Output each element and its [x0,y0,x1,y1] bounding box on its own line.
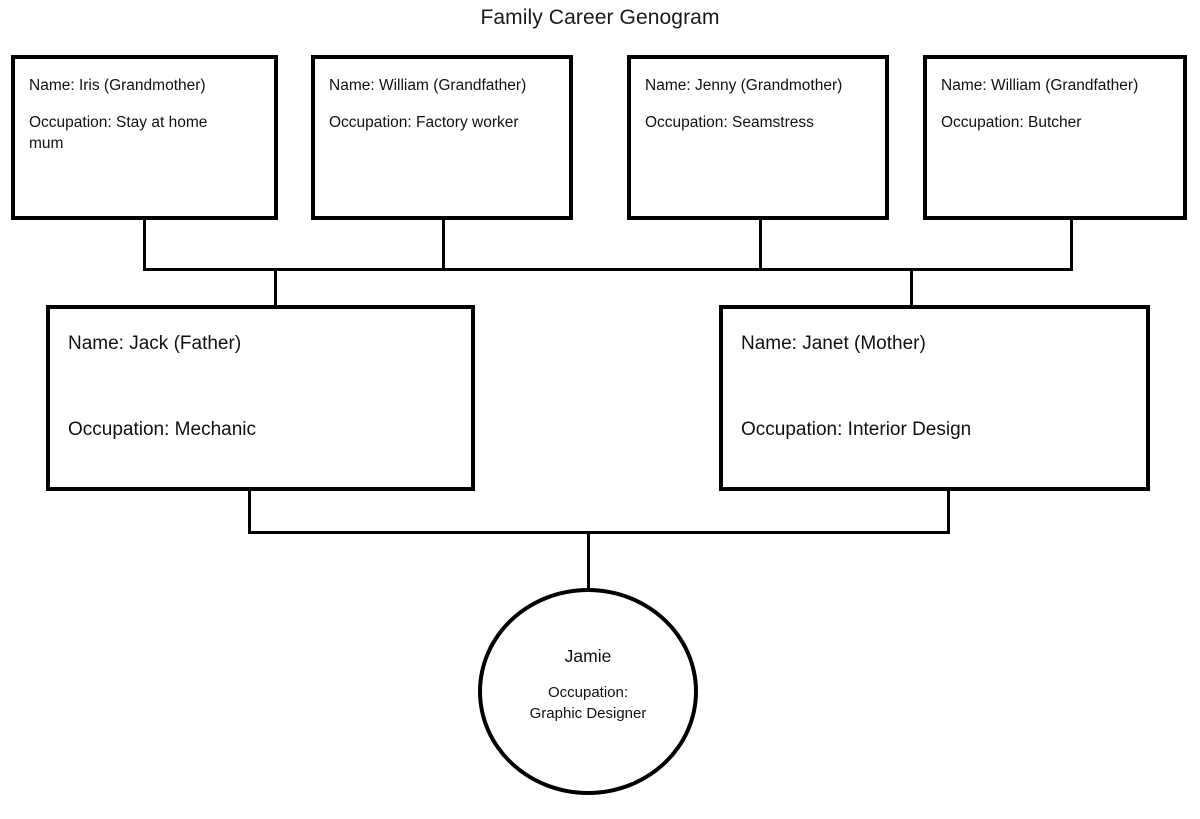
connector-bar-to-mother [910,268,913,308]
connector-father-drop [248,491,251,534]
connector-bar-to-father [274,268,277,308]
grandparent-name-william-factory: Name: William (Grandfather) [329,77,527,94]
parent-box-jack[interactable]: Name: Jack (Father) Occupation: Mechanic [46,305,475,491]
child-occupation-label: Occupation: [547,684,629,701]
grandparent-occupation-william-butcher: Occupation: Butcher [941,114,1082,131]
grandparent-box-jenny[interactable]: Name: Jenny (Grandmother) Occupation: Se… [627,55,889,220]
parent-box-janet[interactable]: Name: Janet (Mother) Occupation: Interio… [719,305,1150,491]
grandparent-occupation-iris: Occupation: Stay at home mum [29,114,208,152]
grandparent-box-william-butcher[interactable]: Name: William (Grandfather) Occupation: … [923,55,1187,220]
grandparent-name-jenny: Name: Jenny (Grandmother) [645,77,843,94]
child-content: Jamie Occupation: Graphic Designer [482,645,694,724]
child-name: Jamie [564,646,612,666]
connector-mother-drop [947,491,950,534]
connector-iris-drop [143,220,146,270]
connector-parent-bar [248,531,950,534]
connector-grandparent-bar [143,268,1073,271]
parent-occupation-jack: Occupation: Mechanic [68,419,256,440]
connector-william-butcher-drop [1070,220,1073,270]
parent-name-janet: Name: Janet (Mother) [741,333,926,354]
grandparent-box-william-factory[interactable]: Name: William (Grandfather) Occupation: … [311,55,573,220]
grandparent-name-iris: Name: Iris (Grandmother) [29,77,206,94]
child-circle-jamie[interactable]: Jamie Occupation: Graphic Designer [478,588,698,795]
child-occupation-value: Graphic Designer [529,705,647,722]
grandparent-name-william-butcher: Name: William (Grandfather) [941,77,1139,94]
connector-william-factory-drop [442,220,445,270]
grandparent-occupation-jenny: Occupation: Seamstress [645,114,814,131]
parent-occupation-janet: Occupation: Interior Design [741,419,972,440]
connector-jenny-drop [759,220,762,270]
grandparent-box-iris[interactable]: Name: Iris (Grandmother) Occupation: Sta… [11,55,278,220]
grandparent-occupation-william-factory: Occupation: Factory worker [329,114,519,131]
connector-bar-to-child [587,531,590,591]
parent-name-jack: Name: Jack (Father) [68,333,242,354]
page-title: Family Career Genogram [480,6,720,29]
